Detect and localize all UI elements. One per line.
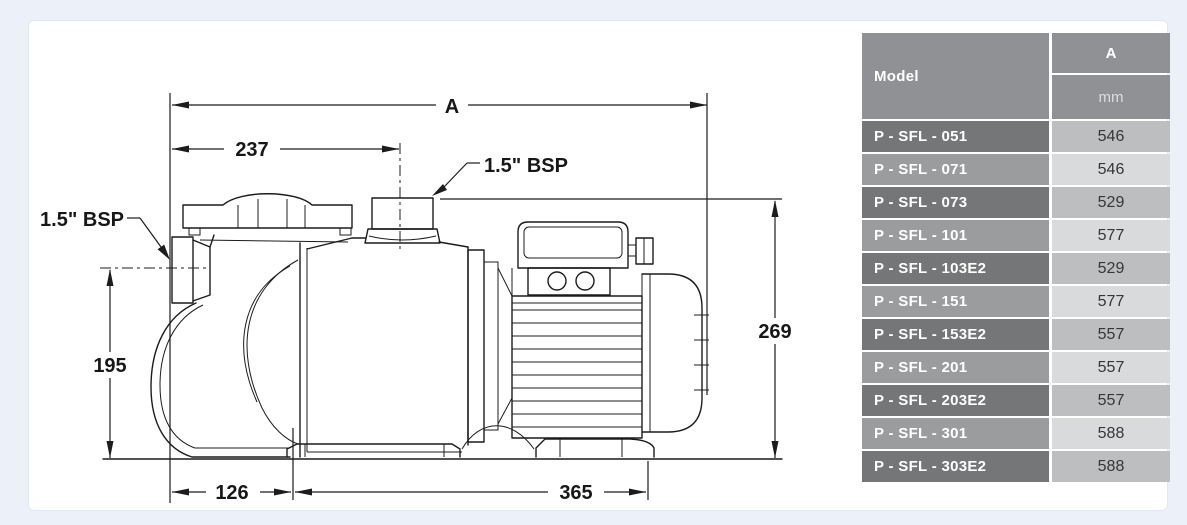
table-header: Model A mm — [862, 33, 1170, 119]
dim-label-inlet-side: 1.5" BSP — [40, 209, 124, 231]
value-cell: 546 — [1052, 154, 1170, 185]
table-row: P - SFL - 201 557 — [862, 352, 1170, 383]
value-cell: 588 — [1052, 451, 1170, 482]
volute-body — [306, 237, 469, 453]
table-row: P - SFL - 103E2 529 — [862, 253, 1170, 284]
dimension-overall-length: A — [172, 96, 707, 118]
dimension-base-front: 126 — [172, 482, 291, 504]
model-cell: P - SFL - 301 — [862, 418, 1049, 449]
value-cell: 588 — [1052, 418, 1170, 449]
dimension-inlet-height: 195 — [93, 269, 127, 458]
dim-label-inlet-height: 195 — [93, 355, 126, 377]
seal-bracket — [467, 249, 513, 443]
dim-label-base-front: 126 — [215, 482, 248, 504]
model-cell: P - SFL - 051 — [862, 121, 1049, 152]
inlet-port-top — [364, 197, 441, 244]
dim-label-base-motor: 365 — [559, 482, 592, 504]
dim-label-lid-to-port: 237 — [235, 139, 268, 161]
strainer-lid — [182, 193, 353, 243]
value-cell: 546 — [1052, 121, 1170, 152]
value-cell: 577 — [1052, 220, 1170, 251]
cable-gland — [627, 237, 654, 265]
table-body: P - SFL - 051 546 P - SFL - 071 546 P - … — [862, 121, 1170, 482]
inlet-port-side — [171, 236, 211, 304]
value-cell: 529 — [1052, 187, 1170, 218]
pump-technical-drawing: A 237 195 269 126 365 — [40, 93, 792, 504]
motor-rear-cap — [641, 273, 709, 438]
table-row: P - SFL - 153E2 557 — [862, 319, 1170, 350]
terminal-box — [511, 221, 629, 296]
header-dim-a: A — [1052, 33, 1170, 73]
value-cell: 557 — [1052, 352, 1170, 383]
callout-inlet-top: 1.5" BSP — [432, 155, 568, 196]
callout-inlet-side: 1.5" BSP — [40, 209, 170, 260]
value-cell: 577 — [1052, 286, 1170, 317]
table-row: P - SFL - 051 546 — [862, 121, 1170, 152]
value-cell: 529 — [1052, 253, 1170, 284]
model-cell: P - SFL - 073 — [862, 187, 1049, 218]
model-cell: P - SFL - 153E2 — [862, 319, 1049, 350]
model-cell: P - SFL - 071 — [862, 154, 1049, 185]
dimension-base-motor: 365 — [295, 482, 646, 504]
dim-label-inlet-top: 1.5" BSP — [484, 155, 568, 177]
dim-label-overall-length: A — [445, 96, 459, 118]
motor-body — [511, 295, 643, 439]
model-cell: P - SFL - 203E2 — [862, 385, 1049, 416]
table-row: P - SFL - 101 577 — [862, 220, 1170, 251]
model-cell: P - SFL - 103E2 — [862, 253, 1049, 284]
dimension-lid-to-port: 237 — [172, 139, 399, 161]
model-cell: P - SFL - 101 — [862, 220, 1049, 251]
dim-label-overall-height: 269 — [758, 321, 791, 343]
extension-lines — [100, 93, 782, 503]
dimensions-table: Model A mm P - SFL - 051 546 P - SFL - 0… — [862, 33, 1170, 484]
table-row: P - SFL - 071 546 — [862, 154, 1170, 185]
header-unit-mm: mm — [1052, 75, 1170, 119]
model-cell: P - SFL - 151 — [862, 286, 1049, 317]
value-cell: 557 — [1052, 385, 1170, 416]
table-row: P - SFL - 303E2 588 — [862, 451, 1170, 482]
strainer-pot — [150, 234, 308, 458]
dimension-overall-height: 269 — [758, 200, 792, 458]
table-row: P - SFL - 301 588 — [862, 418, 1170, 449]
table-row: P - SFL - 203E2 557 — [862, 385, 1170, 416]
value-cell: 557 — [1052, 319, 1170, 350]
pump-feet — [286, 425, 655, 458]
table-row: P - SFL - 073 529 — [862, 187, 1170, 218]
model-cell: P - SFL - 303E2 — [862, 451, 1049, 482]
header-model: Model — [862, 33, 1049, 119]
model-cell: P - SFL - 201 — [862, 352, 1049, 383]
table-row: P - SFL - 151 577 — [862, 286, 1170, 317]
